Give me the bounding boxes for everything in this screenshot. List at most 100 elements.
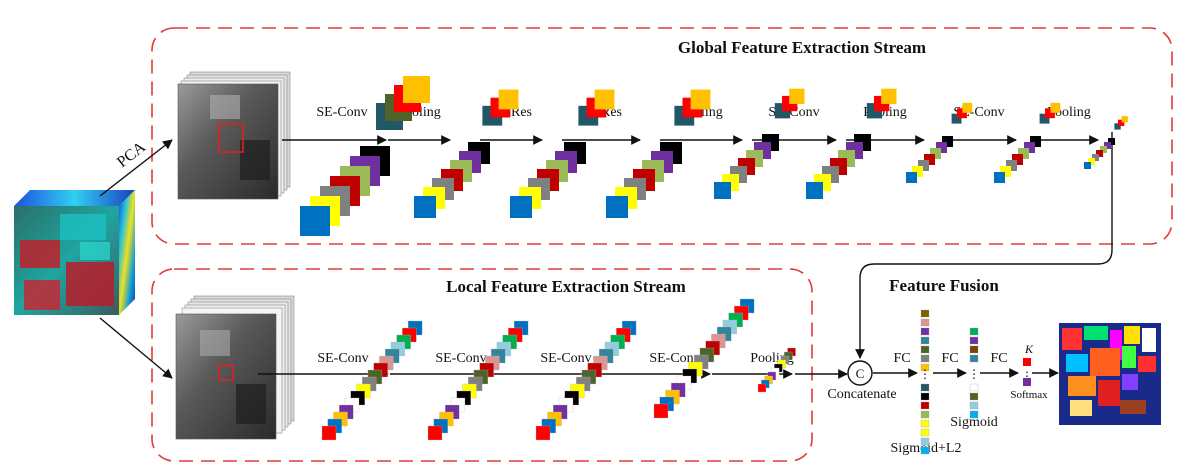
feature-map xyxy=(918,160,929,171)
fc1-vector-cell xyxy=(920,383,930,392)
feature-map xyxy=(321,425,337,441)
feature-map xyxy=(994,172,1005,183)
hyperspectral-cube xyxy=(14,190,135,315)
feature-map xyxy=(1096,150,1103,157)
global-feature-block xyxy=(300,76,430,236)
feature-map xyxy=(936,142,947,153)
fc1-vector-cell xyxy=(920,336,930,345)
sigmoid-label: Sigmoid xyxy=(950,415,997,430)
fc2-vector-cell xyxy=(969,383,979,392)
fusion-title: Feature Fusion xyxy=(889,276,999,295)
fc1-vector-cell xyxy=(920,309,930,318)
concatenate-node xyxy=(847,360,873,386)
global-feature-block xyxy=(606,89,711,218)
fc1-vector-cell xyxy=(920,437,930,446)
local-input-stack xyxy=(175,295,295,440)
feature-map xyxy=(403,76,430,103)
feature-map xyxy=(1100,146,1107,153)
softmax-label: Softmax xyxy=(1010,389,1048,401)
feature-map xyxy=(1118,119,1125,126)
feature-map xyxy=(1121,116,1128,123)
feature-map xyxy=(1006,160,1017,171)
fc1-vector-cell xyxy=(920,428,930,437)
feature-map xyxy=(653,403,669,419)
fc2-vector-cell xyxy=(969,392,979,401)
feature-map xyxy=(1030,136,1041,147)
feature-map xyxy=(606,196,628,218)
feature-map xyxy=(942,136,953,147)
fc1-vector-cell xyxy=(920,410,930,419)
k-label: K xyxy=(1024,342,1034,356)
fusion-vectors: ⋮⋮⋮ xyxy=(919,309,1033,455)
feature-map xyxy=(510,196,532,218)
feature-map xyxy=(881,88,897,104)
feature-map xyxy=(1050,102,1061,113)
global-feature-block xyxy=(806,88,897,199)
feature-map xyxy=(1104,142,1111,149)
softmax-vector-cell xyxy=(1023,358,1031,366)
concatenate-label: Concatenate xyxy=(827,387,896,402)
feature-map xyxy=(1114,123,1121,130)
fc1-vector-cell xyxy=(920,446,930,455)
local-patch-box xyxy=(218,364,234,381)
feature-map xyxy=(1039,113,1050,124)
global-stream-title: Global Feature Extraction Stream xyxy=(678,38,926,57)
local-step-label: SE-Conv xyxy=(649,351,700,366)
fc1-vector-cell xyxy=(920,401,930,410)
global-step-label: SE-Conv xyxy=(316,105,367,120)
feature-map xyxy=(951,113,962,124)
global-input-stack xyxy=(177,71,291,200)
feature-map xyxy=(924,154,935,165)
fc-label-3: FC xyxy=(990,351,1007,366)
fc1-vector-cell xyxy=(920,318,930,327)
feature-map xyxy=(757,383,767,393)
fc2-vector-cell xyxy=(969,336,979,345)
feature-map xyxy=(930,148,941,159)
local-stream-title: Local Feature Extraction Stream xyxy=(446,277,686,296)
global-feature-block xyxy=(1084,116,1128,169)
feature-map xyxy=(789,88,805,104)
feature-map xyxy=(906,172,917,183)
local-step-label: SE-Conv xyxy=(435,351,486,366)
feature-map xyxy=(1084,162,1091,169)
feature-map xyxy=(806,182,823,199)
fc1-vector-cell xyxy=(920,419,930,428)
feature-map xyxy=(714,182,731,199)
feature-map xyxy=(1018,148,1029,159)
global-feature-block xyxy=(510,89,615,218)
concatenate-symbol: C xyxy=(856,366,865,381)
pca-label: PCA xyxy=(114,138,149,171)
fc2-vector-cell xyxy=(969,354,979,363)
feature-map xyxy=(1092,154,1099,161)
feature-map xyxy=(414,196,436,218)
fc1-ellipsis: ⋮ xyxy=(919,367,931,381)
feature-map xyxy=(1024,142,1035,153)
fc-label-1: FC xyxy=(893,351,910,366)
local-step-label: SE-Conv xyxy=(540,351,591,366)
local-input-arrow xyxy=(99,317,173,379)
global-stream: SE-ConvPoolingSE-ResSE-ResPoolingSE-Conv… xyxy=(282,76,1128,236)
fc-label-2: FC xyxy=(941,351,958,366)
local-feature-block xyxy=(653,298,755,419)
feature-map xyxy=(594,89,615,110)
feature-map xyxy=(1000,166,1011,177)
feature-map xyxy=(962,102,973,113)
feature-map xyxy=(300,206,330,236)
fc2-vector-cell xyxy=(969,345,979,354)
global-feature-block xyxy=(714,88,805,199)
local-stream-border xyxy=(151,268,813,462)
local-feature-block xyxy=(757,347,796,393)
local-step-label: SE-Conv xyxy=(317,351,368,366)
feature-map xyxy=(1012,154,1023,165)
global-stream-border xyxy=(151,27,1173,245)
pca-arrow xyxy=(99,139,173,197)
feature-map xyxy=(957,108,967,119)
fc1-vector-cell xyxy=(920,327,930,336)
fc2-vector-cell xyxy=(969,410,979,419)
fc1-vector-cell xyxy=(920,392,930,401)
local-feature-block xyxy=(321,320,423,441)
fc1-vector-cell xyxy=(920,345,930,354)
global-feature-block xyxy=(414,89,519,218)
